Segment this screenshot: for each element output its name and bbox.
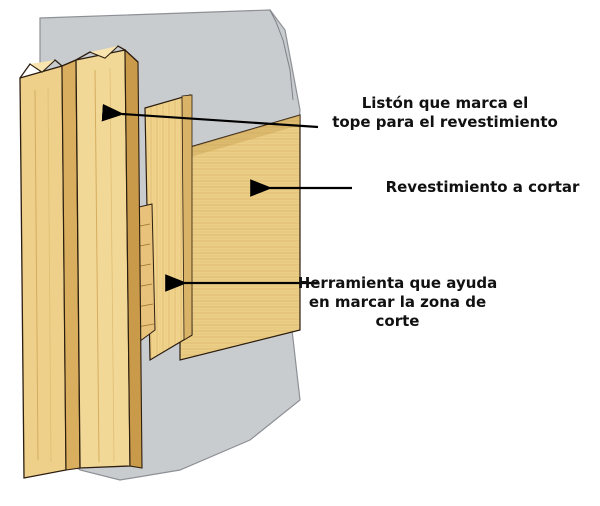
label-liston-line-2: tope para el revestimiento [332, 113, 558, 131]
cladding-board [179, 114, 301, 361]
label-liston: Listón que marca el tope para el revesti… [300, 94, 590, 132]
label-herramienta-line-1: Herramienta que ayuda [297, 274, 498, 292]
label-herramienta-line-2: en marcar la zona de [308, 293, 487, 311]
arrow-liston [101, 103, 319, 129]
label-revestimiento: Revestimiento a cortar [370, 178, 595, 197]
label-liston-line-1: Listón que marca el [361, 94, 529, 112]
label-revestimiento-line-1: Revestimiento a cortar [385, 178, 580, 196]
label-herramienta-line-3: corte [375, 312, 420, 330]
vertical-post [19, 45, 143, 479]
label-herramienta: Herramienta que ayuda en marcar la zona … [285, 274, 510, 331]
